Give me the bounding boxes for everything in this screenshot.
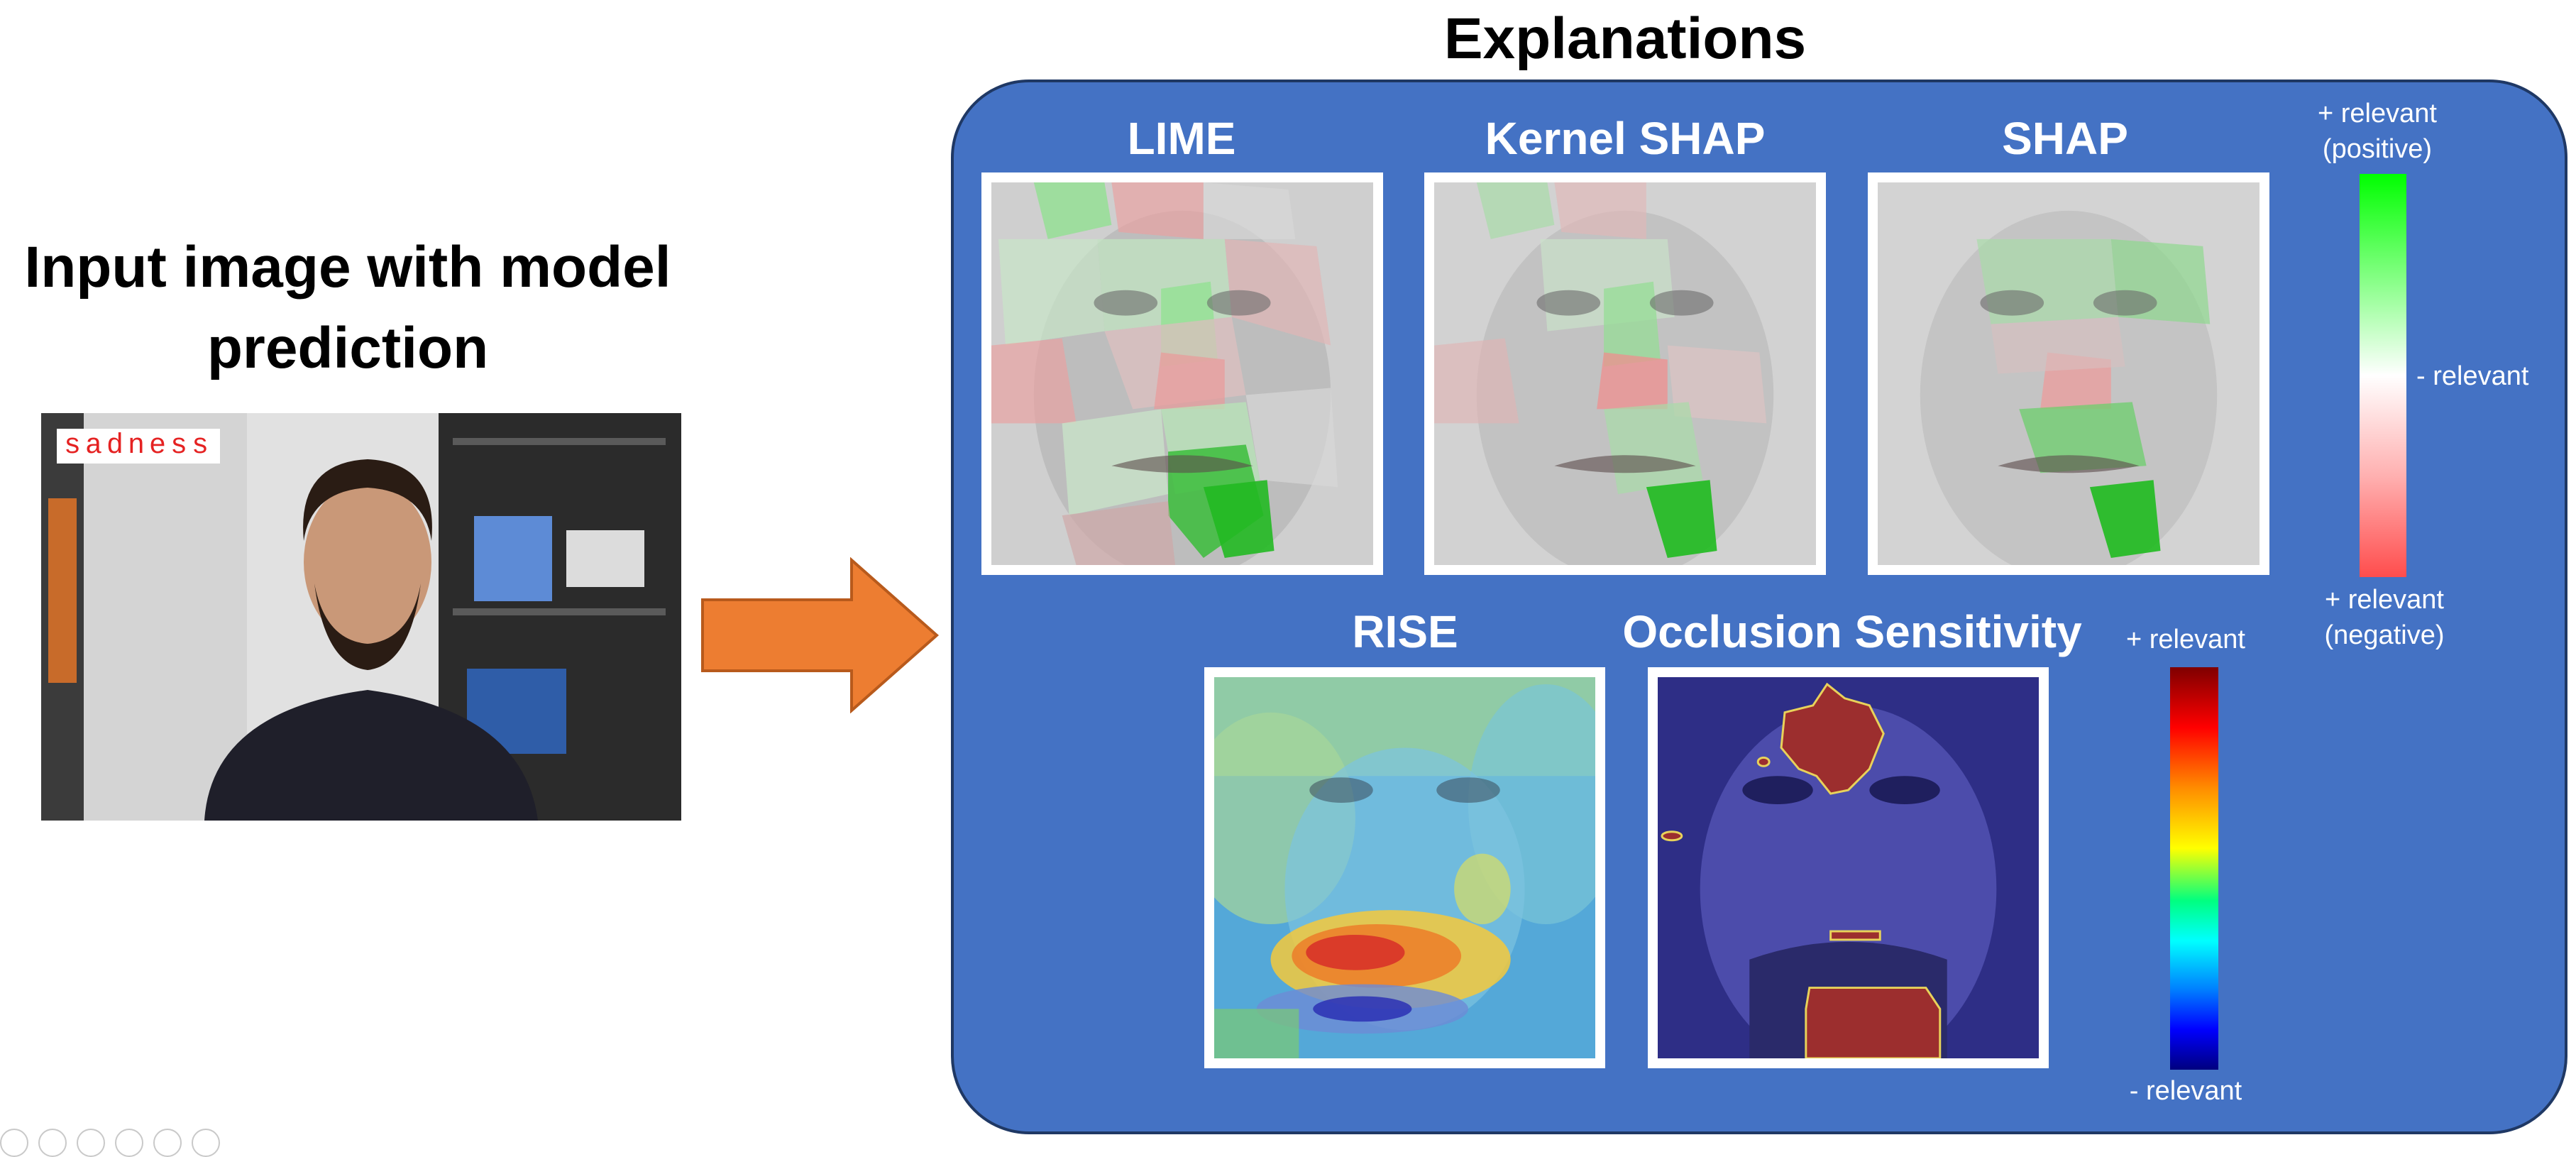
slides-icon[interactable] <box>115 1129 143 1157</box>
lime-heatmap <box>981 172 1383 575</box>
rise-heatmap <box>1204 667 1605 1068</box>
camera-icon[interactable] <box>153 1129 182 1157</box>
input-image-title: Input image with model prediction <box>0 227 695 389</box>
diverging-bottom-line1: + relevant <box>2325 585 2444 615</box>
diverging-scale-top-label: + relevant (positive) <box>2285 96 2470 167</box>
input-title-line2: prediction <box>207 316 489 380</box>
prediction-label: sadness <box>57 429 221 464</box>
input-photo-illustration <box>41 413 681 821</box>
previous-icon[interactable] <box>0 1129 28 1157</box>
diverging-middle-label: - relevant <box>2416 361 2529 391</box>
kernel-shap-title: Kernel SHAP <box>1485 113 1766 164</box>
slideshow-toolbar <box>0 1129 220 1157</box>
input-title-line1: Input image with model <box>24 235 671 300</box>
arrow-right-icon <box>701 556 940 714</box>
rise-face-map <box>1214 677 1595 1058</box>
kernel-shap-face-map <box>1434 182 1816 565</box>
diverging-scale-bottom-label: + relevant (negative) <box>2285 582 2484 653</box>
jet-colorbar <box>2170 667 2218 1070</box>
explanations-title: Explanations <box>1443 6 1807 71</box>
jet-scale-bottom-label: - relevant <box>2129 1076 2242 1106</box>
flow-arrow <box>699 556 940 714</box>
more-icon[interactable] <box>192 1129 220 1157</box>
lime-face-map <box>991 182 1373 565</box>
diverging-bottom-line2: (negative) <box>2324 620 2445 650</box>
lime-title: LIME <box>1127 113 1236 164</box>
occlusion-heatmap <box>1648 667 2049 1068</box>
diverging-top-line1: + relevant <box>2318 99 2437 128</box>
zoom-icon[interactable] <box>77 1129 105 1157</box>
diverging-top-line2: (positive) <box>2322 134 2433 164</box>
shap-title: SHAP <box>2002 113 2128 164</box>
occlusion-face-map <box>1658 677 2039 1058</box>
jet-scale-top-label: + relevant <box>2126 625 2245 654</box>
input-image: sadness <box>41 413 681 821</box>
diverging-colorbar <box>2360 174 2406 577</box>
pen-icon[interactable] <box>38 1129 67 1157</box>
shap-heatmap <box>1868 172 2269 575</box>
kernel-shap-heatmap <box>1424 172 1826 575</box>
rise-title: RISE <box>1352 606 1458 657</box>
shap-face-map <box>1878 182 2259 565</box>
occlusion-title: Occlusion Sensitivity <box>1622 606 2082 657</box>
